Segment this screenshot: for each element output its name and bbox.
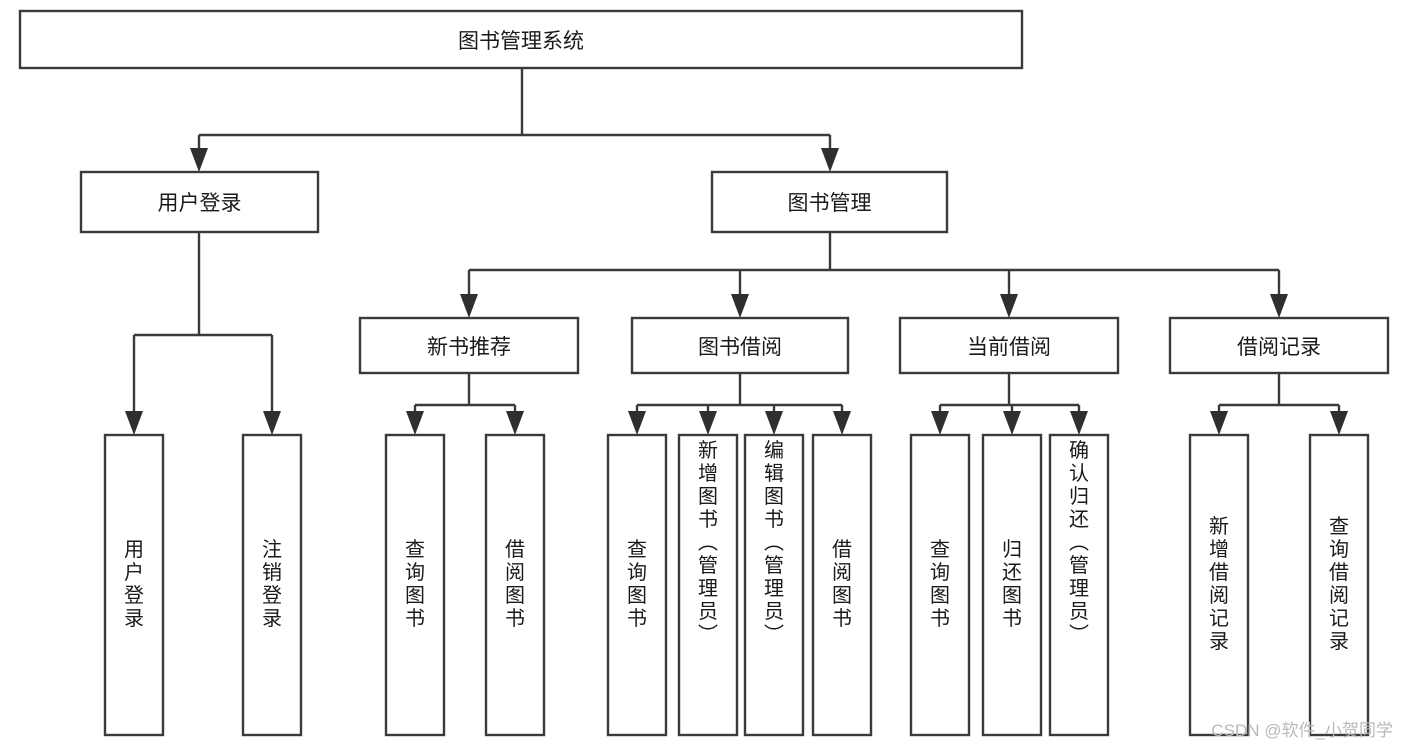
arrowhead-leaf-current-borrow-1 — [1003, 411, 1021, 435]
leaf-current-borrow-0[interactable] — [909, 433, 971, 737]
arrowhead-leaf-user-login-1 — [263, 411, 281, 435]
leaf-book-borrow-2[interactable] — [743, 433, 805, 737]
node-borrow-record[interactable] — [1168, 316, 1390, 375]
leaf-current-borrow-1[interactable] — [981, 433, 1043, 737]
leaf-current-borrow-2[interactable] — [1048, 433, 1110, 737]
arrowhead-book-management — [821, 148, 839, 172]
arrowhead-book-borrow — [731, 294, 749, 318]
arrowhead-leaf-book-borrow-0 — [628, 411, 646, 435]
leaf-book-borrow-1[interactable] — [677, 433, 739, 737]
leaf-user-login-1[interactable] — [241, 433, 303, 737]
leaf-new-book-1[interactable] — [484, 433, 546, 737]
leaf-user-login-0[interactable] — [103, 433, 165, 737]
arrowhead-leaf-book-borrow-1 — [699, 411, 717, 435]
node-root-system[interactable] — [18, 9, 1024, 70]
arrowhead-leaf-user-login-0 — [125, 411, 143, 435]
leaf-new-book-0[interactable] — [384, 433, 446, 737]
leaf-borrow-record-1[interactable] — [1308, 433, 1370, 737]
arrowhead-new-book-recommend — [460, 294, 478, 318]
node-new-book-recommend[interactable] — [358, 316, 580, 375]
leaf-book-borrow-3[interactable] — [811, 433, 873, 737]
node-book-borrow[interactable] — [630, 316, 850, 375]
arrowhead-leaf-current-borrow-2 — [1070, 411, 1088, 435]
arrowhead-borrow-record — [1270, 294, 1288, 318]
arrowhead-leaf-current-borrow-0 — [931, 411, 949, 435]
arrowhead-leaf-book-borrow-3 — [833, 411, 851, 435]
arrowhead-leaf-borrow-record-0 — [1210, 411, 1228, 435]
node-book-management[interactable] — [710, 170, 949, 234]
arrowhead-leaf-new-book-1 — [506, 411, 524, 435]
leaf-borrow-record-0[interactable] — [1188, 433, 1250, 737]
node-current-borrow[interactable] — [898, 316, 1120, 375]
arrowhead-user-login — [190, 148, 208, 172]
arrowhead-current-borrow — [1000, 294, 1018, 318]
arrowhead-leaf-borrow-record-1 — [1330, 411, 1348, 435]
node-user-login[interactable] — [79, 170, 320, 234]
arrowhead-leaf-book-borrow-2 — [765, 411, 783, 435]
leaf-book-borrow-0[interactable] — [606, 433, 668, 737]
arrowhead-leaf-new-book-0 — [406, 411, 424, 435]
